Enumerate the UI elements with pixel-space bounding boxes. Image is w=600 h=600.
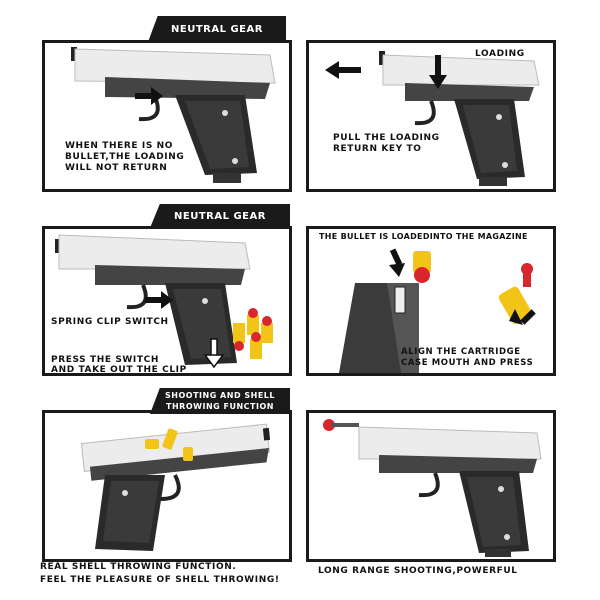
panel-4-caption-line-2: CASE MOUTH AND PRESS: [401, 358, 534, 368]
bullet-icon: [233, 308, 273, 359]
tab-neutral-gear-1: NEUTRAL GEAR: [148, 16, 286, 42]
panel-2-caption-line-1: PULL THE LOADING: [333, 133, 440, 143]
panel-5-caption-line-2: FEEL THE PLEASURE OF SHELL THROWING!: [40, 575, 280, 585]
arrow-icon: [145, 291, 225, 369]
panel-1-caption-line-3: WILL NOT RETURN: [65, 163, 168, 173]
arrow-icon: [325, 55, 447, 89]
tab-shooting-line-2: THROWING FUNCTION: [166, 402, 274, 411]
tab-shooting-line-1: SHOOTING AND SHELL: [165, 391, 275, 400]
magazine-illustration: [339, 283, 419, 373]
panel-spring-clip: SPRING CLIP SWITCH PRESS THE SWITCH AND …: [42, 226, 292, 376]
pistol-illustration: [358, 426, 542, 557]
bullet-icon: [413, 251, 533, 325]
pistol-illustration: [80, 423, 271, 551]
bullet-icon: [145, 428, 193, 461]
panel-1-caption-line-2: BULLET,THE LOADING: [65, 152, 185, 162]
panel-3-switch-label: SPRING CLIP SWITCH: [51, 317, 169, 327]
panel-shell-throwing: REAL SHELL THROWING FUNCTION.: [42, 410, 292, 562]
panel-loading: LOADING PULL THE LOADING RETURN KEY TO: [306, 40, 556, 192]
pistol-illustration: [379, 51, 540, 186]
arrow-icon: [135, 87, 163, 105]
panel-2-caption-line-2: RETURN KEY TO: [333, 144, 422, 154]
panel-5-caption-line-1-outer: REAL SHELL THROWING FUNCTION.: [40, 562, 237, 572]
panel-3-caption-line-2: AND TAKE OUT THE CLIP: [51, 365, 187, 375]
panel-4-caption-line-1: ALIGN THE CARTRIDGE: [401, 347, 521, 357]
pistol-illustration: [55, 234, 251, 365]
tab-neutral-gear-2: NEUTRAL GEAR: [150, 204, 290, 228]
panel-2-title: LOADING: [475, 49, 525, 59]
tab-shooting-throwing: SHOOTING AND SHELL THROWING FUNCTION: [150, 388, 290, 414]
panel-loading-magazine: THE BULLET IS LOADEDINTO THE MAGAZINE AL…: [306, 226, 556, 376]
panel-1-caption-line-1: WHEN THERE IS NO: [65, 141, 174, 151]
panel-4-title: THE BULLET IS LOADEDINTO THE MAGAZINE: [319, 232, 528, 241]
panel-long-range: [306, 410, 556, 562]
panel-3-caption-line-1: PRESS THE SWITCH: [51, 355, 159, 365]
panel-6-caption-line-1: LONG RANGE SHOOTING,POWERFUL: [318, 566, 518, 576]
arrow-icon: [389, 248, 536, 325]
bullet-icon: [323, 419, 359, 431]
panel-neutral-gear: WHEN THERE IS NO BULLET,THE LOADING WILL…: [42, 40, 292, 192]
